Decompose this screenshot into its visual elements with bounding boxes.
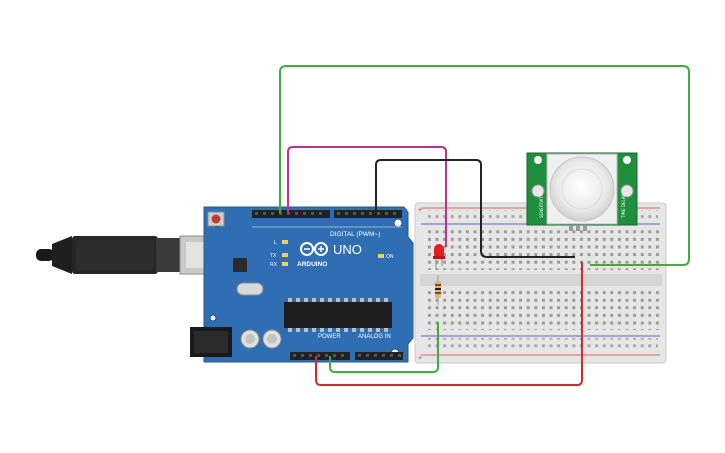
rail-plus-top: + <box>418 207 422 214</box>
analog-label: ANALOG IN <box>358 334 391 340</box>
digital-header-right <box>334 210 402 218</box>
center-channel <box>420 274 662 286</box>
led-label-l: L <box>274 240 277 246</box>
red-led[interactable] <box>433 244 445 270</box>
digital-header-left <box>252 210 330 218</box>
magenta-wire[interactable] <box>287 146 447 247</box>
led-label-rx: RX <box>270 262 278 268</box>
terminal-strip-upper[interactable] <box>428 230 660 270</box>
usb-chip <box>233 258 247 272</box>
resistor[interactable] <box>435 275 441 305</box>
led-label-tx: TX <box>270 253 277 259</box>
green-wire-ground[interactable] <box>329 322 439 373</box>
red-wire-power[interactable] <box>315 262 583 386</box>
board-model: UNO <box>333 242 362 257</box>
terminal-strip-lower[interactable] <box>428 290 660 330</box>
time-delay-label: TIME DELAY <box>621 194 626 219</box>
sensitivity-label: SENSITIVITY <box>539 193 544 218</box>
digital-label: DIGITAL (PWM~) <box>330 231 380 238</box>
crystal <box>236 282 264 296</box>
board-brand: ARDUINO <box>297 261 327 268</box>
green-wire-signal[interactable] <box>279 65 690 266</box>
pir-sensor[interactable]: SENSITIVITY TIME DELAY <box>526 152 638 231</box>
analog-header <box>355 352 403 360</box>
on-label: ON <box>386 254 394 260</box>
rail-plus-bottom: + <box>418 355 422 362</box>
usb-cable[interactable] <box>36 235 225 275</box>
capacitors <box>240 329 282 349</box>
black-wire[interactable] <box>375 159 575 258</box>
power-label: POWER <box>318 334 341 340</box>
onboard-leds: L TX RX ON <box>270 240 394 268</box>
arduino-logo <box>300 242 328 256</box>
breadboard[interactable]: + + <box>414 202 667 364</box>
pir-dome <box>549 156 615 222</box>
atmega-chip <box>284 302 392 328</box>
arduino-board[interactable]: DIGITAL (PWM~) L TX RX ON UNO ARDUINO <box>190 206 414 363</box>
